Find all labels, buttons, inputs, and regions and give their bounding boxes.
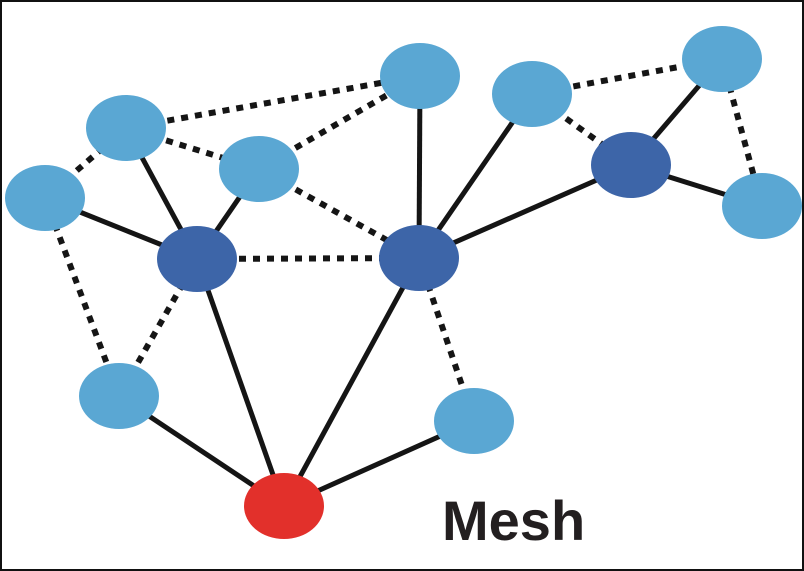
- peer-node-n4: [380, 43, 460, 109]
- dotted-link-n2-n4: [125, 73, 421, 131]
- peer-node-n1: [5, 165, 85, 231]
- nodes-layer: [5, 26, 802, 539]
- hub-node-h3: [591, 132, 671, 198]
- hub-node-h2: [379, 225, 459, 291]
- root-node: [244, 473, 324, 539]
- peer-node-n7: [79, 363, 159, 429]
- solid-link-h1-root: [194, 258, 287, 507]
- peer-node-n8: [434, 388, 514, 454]
- peer-node-n9: [722, 173, 802, 239]
- diagram-caption: Mesh: [442, 489, 585, 552]
- solid-link-h2-root: [281, 256, 422, 508]
- hub-node-h1: [157, 226, 237, 292]
- peer-node-n5: [492, 61, 572, 127]
- solid-link-h3-h2: [417, 162, 633, 261]
- peer-node-n6: [682, 26, 762, 92]
- peer-node-n3: [219, 136, 299, 202]
- peer-node-n2: [86, 95, 166, 161]
